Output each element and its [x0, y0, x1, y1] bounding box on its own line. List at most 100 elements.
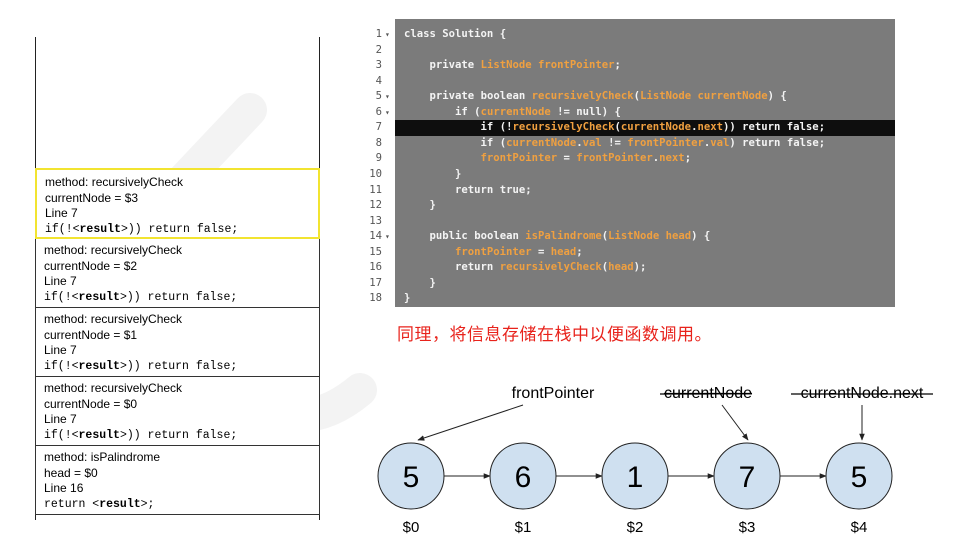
line-number: 1 [375, 28, 382, 40]
line-number: 6 [375, 105, 382, 118]
code-line: 11 return true; [360, 183, 895, 199]
frame-variable: currentNode = $3 [45, 190, 139, 205]
frame-variable: currentNode = $2 [44, 258, 138, 273]
code-line: 5▾ private boolean recursivelyCheck(List… [360, 89, 895, 105]
code-line: 10 } [360, 167, 895, 183]
list-node [825, 442, 893, 510]
code-line: 8 if (currentNode.val != frontPointer.va… [360, 136, 895, 152]
frame-line: Line 7 [44, 343, 77, 358]
line-number: 3 [375, 59, 382, 72]
line-number-gutter [360, 19, 395, 307]
code-text: if (currentNode != null) { [455, 105, 621, 118]
node-value: 7 [739, 461, 756, 494]
current-node-arrow [721, 404, 749, 441]
line-number: 7 [375, 121, 382, 134]
line-number: 16 [369, 261, 382, 274]
line-number: 12 [369, 199, 382, 212]
code-line: 1▾ class Solution { [360, 27, 895, 43]
code-text: frontPointer = head; [455, 245, 583, 258]
line-number: 2 [375, 43, 382, 56]
line-number: 8 [375, 136, 382, 149]
code-line: 16 return recursivelyCheck(head); [360, 260, 895, 276]
frame-method: method: recursivelyCheck [45, 175, 184, 189]
code-line: 17 } [360, 276, 895, 292]
code-text: } [404, 167, 462, 180]
code-line: 12 } [360, 198, 895, 214]
code-text: if (!recursivelyCheck(currentNode.next))… [480, 121, 826, 134]
code-text: } [404, 292, 411, 305]
code-line: 15 frontPointer = head; [360, 245, 895, 261]
frame-method: method: recursivelyCheck [44, 243, 183, 257]
fold-arrow-icon[interactable]: ▾ [385, 107, 390, 117]
line-number: 15 [369, 245, 382, 258]
line-number: 4 [375, 74, 382, 87]
node-value: 6 [515, 461, 532, 494]
line-number: 14 [369, 230, 382, 243]
code-text: frontPointer = frontPointer.next; [480, 152, 692, 165]
code-text: } [404, 199, 436, 212]
frame-code: if(!<result>)) return false; [44, 290, 238, 304]
frame-method: method: recursivelyCheck [44, 312, 183, 326]
code-text: private ListNode frontPointer; [429, 59, 621, 72]
node-address: $1 [515, 519, 532, 536]
code-line: 7 if (!recursivelyCheck(currentNode.next… [360, 120, 895, 136]
frame-code: if(!<result>)) return false; [45, 222, 239, 236]
code-line: 4 [360, 74, 895, 90]
frame-method: method: isPalindrome [44, 450, 161, 464]
code-line: 6▾ if (currentNode != null) { [360, 105, 895, 121]
front-pointer-label: frontPointer [512, 385, 595, 402]
node-address: $4 [851, 519, 868, 536]
frame-code: if(!<result>)) return false; [44, 428, 238, 442]
code-line: 2 [360, 43, 895, 59]
code-line: 3 private ListNode frontPointer; [360, 58, 895, 74]
node-address: $2 [627, 519, 644, 536]
frame-variable: currentNode = $0 [44, 396, 138, 411]
code-text: } [404, 276, 436, 289]
code-text: class Solution { [404, 28, 507, 40]
frame-variable: head = $0 [44, 465, 98, 480]
node-address: $0 [403, 519, 420, 536]
explanation-note: 同理，将信息存储在栈中以便函数调用。 [397, 325, 712, 344]
code-text: private boolean recursivelyCheck(ListNod… [429, 90, 787, 103]
fold-arrow-icon[interactable]: ▾ [385, 30, 390, 39]
code-text: return true; [455, 183, 532, 196]
frame-code: return <result>; [44, 497, 155, 511]
line-number: 18 [369, 292, 382, 305]
frame-line: Line 7 [44, 412, 77, 427]
current-node-label: currentNode [664, 385, 752, 402]
line-number: 5 [375, 90, 382, 103]
node-address: $3 [739, 519, 756, 536]
line-number: 10 [369, 167, 382, 180]
node-value: 1 [627, 461, 644, 494]
frame-code: if(!<result>)) return false; [44, 359, 238, 373]
code-line: 9 frontPointer = frontPointer.next; [360, 151, 895, 167]
current-line-highlight [395, 120, 895, 136]
line-number: 17 [369, 276, 382, 289]
code-body [395, 19, 895, 307]
code-text: return recursivelyCheck(head); [455, 261, 647, 274]
line-number: 11 [369, 183, 382, 196]
code-line: 13 [360, 214, 895, 230]
fold-arrow-icon[interactable]: ▾ [385, 92, 390, 102]
fold-arrow-icon[interactable]: ▾ [385, 232, 390, 242]
line-number: 9 [375, 152, 382, 165]
frame-line: Line 7 [44, 274, 77, 289]
frame-line: Line 7 [45, 206, 78, 221]
code-line: 14▾ public boolean isPalindrome(ListNode… [360, 229, 895, 245]
front-pointer-arrow [417, 404, 524, 441]
code-line: 18} [360, 291, 895, 307]
node-value: 5 [851, 461, 868, 494]
frame-line: Line 16 [44, 481, 84, 496]
code-text: if (currentNode.val != frontPointer.val)… [480, 136, 826, 149]
line-number: 13 [369, 214, 382, 227]
code-text: public boolean isPalindrome(ListNode hea… [429, 230, 711, 243]
frame-variable: currentNode = $1 [44, 327, 138, 342]
